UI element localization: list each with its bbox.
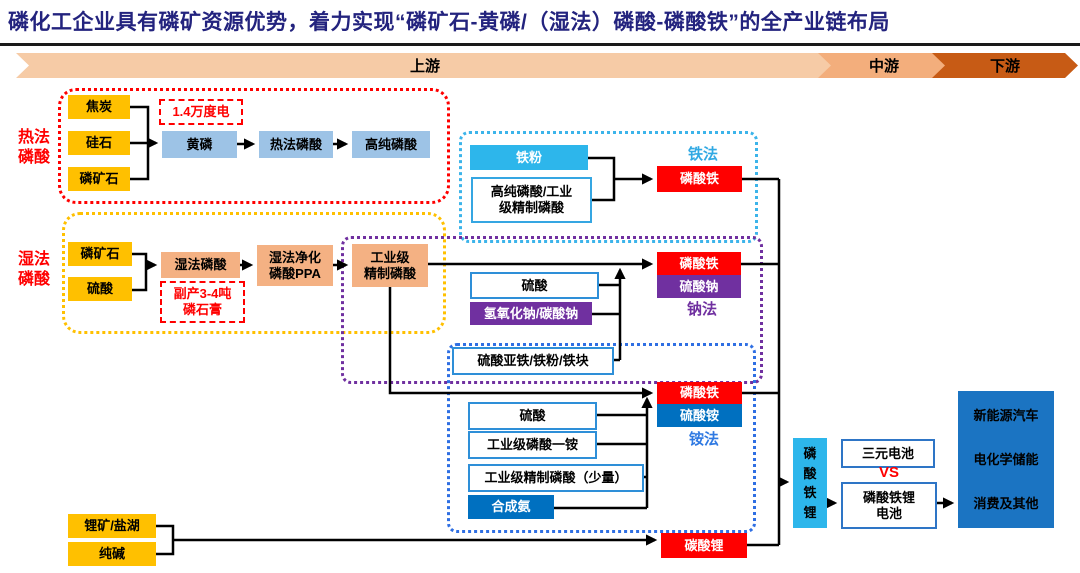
- banner-upstream-label: 上游: [409, 58, 440, 75]
- banner-upstream-arrow: 上游: [16, 53, 834, 78]
- iron-route-group-outline: [459, 131, 758, 243]
- node-purified-acid-ppa: 湿法净化 磷酸PPA: [257, 245, 333, 286]
- node-iron-phosphate-sodium-route: 磷酸铁: [657, 252, 741, 275]
- node-sodium-sulfate: 硫酸钠: [657, 275, 741, 298]
- wet-section-label: 湿法 磷酸: [17, 251, 50, 288]
- ammonium-route-label: 铵法: [688, 431, 719, 448]
- node-ammonium-sulfate: 硫酸铵: [657, 404, 742, 427]
- node-silica: 硅石: [68, 131, 130, 155]
- node-lfp-battery: 磷酸铁锂 电池: [841, 482, 937, 529]
- node-soda-ash: 纯碱: [68, 542, 156, 566]
- sodium-route-label: 钠法: [686, 301, 717, 318]
- node-ferrous-sulfate-iron: 硫酸亚铁/铁粉/铁块: [452, 347, 614, 375]
- node-applications: 新能源汽车 电化学储能 消费及其他: [958, 391, 1054, 528]
- banner-downstream-arrow: 下游: [932, 53, 1078, 78]
- node-ternary-battery: 三元电池: [841, 439, 935, 468]
- node-phosphate-rock-thermal: 磷矿石: [68, 167, 130, 191]
- banner-midstream-arrow: 中游: [818, 53, 950, 78]
- node-lfp: 磷 酸 铁 锂: [793, 438, 827, 528]
- ammonium-route-group-outline: [447, 343, 756, 533]
- node-industrial-refined-acid: 工业级 精制磷酸: [352, 244, 428, 287]
- iron-route-label: 铁法: [687, 146, 718, 163]
- node-wet-phosphoric-acid: 湿法磷酸: [161, 252, 240, 278]
- node-sulfuric-acid-sodium: 硫酸: [470, 272, 599, 299]
- thermal-section-label: 热法 磷酸: [17, 129, 50, 166]
- node-synthetic-ammonia: 合成氨: [468, 495, 554, 519]
- thermal-acid-group-outline: [58, 88, 450, 204]
- note-phosphogypsum: 副产3-4吨 磷石膏: [160, 281, 245, 323]
- node-lithium-carbonate: 碳酸锂: [661, 533, 747, 558]
- node-lithium-ore-brine: 锂矿/盐湖: [68, 514, 156, 538]
- node-acid-for-iron-route: 高纯磷酸/工业 级精制磷酸: [471, 177, 592, 223]
- sodium-route-group-outline: [341, 236, 763, 384]
- page-title: 磷化工企业具有磷矿资源优势，着力实现“磷矿石-黄磷/（湿法）磷酸-磷酸铁”的全产…: [8, 11, 890, 34]
- node-coke: 焦炭: [68, 95, 130, 119]
- node-thermal-phosphoric-acid: 热法磷酸: [259, 131, 333, 158]
- vs-label: VS: [878, 464, 899, 481]
- node-sulfuric-acid-wet: 硫酸: [68, 277, 132, 301]
- node-map-industrial: 工业级磷酸一铵: [468, 431, 597, 459]
- title-underline: [0, 43, 1080, 46]
- node-sodium-hydroxide-carbonate: 氢氧化钠/碳酸钠: [470, 302, 592, 325]
- node-iron-phosphate-iron-route: 磷酸铁: [657, 166, 742, 192]
- wet-acid-group-outline: [62, 212, 446, 334]
- node-iron-phosphate-ammonium-route: 磷酸铁: [657, 382, 742, 404]
- node-phosphate-rock-wet: 磷矿石: [68, 242, 132, 266]
- note-electricity: 1.4万度电: [159, 99, 243, 125]
- node-high-purity-acid: 高纯磷酸: [352, 131, 430, 158]
- node-iron-powder: 铁粉: [470, 145, 588, 170]
- node-yellow-phosphorus: 黄磷: [162, 131, 237, 158]
- node-sulfuric-acid-ammonium: 硫酸: [468, 402, 597, 430]
- banner-midstream-label: 中游: [868, 58, 899, 75]
- node-refined-acid-small: 工业级精制磷酸（少量）: [468, 464, 644, 492]
- banner-downstream-label: 下游: [989, 58, 1020, 75]
